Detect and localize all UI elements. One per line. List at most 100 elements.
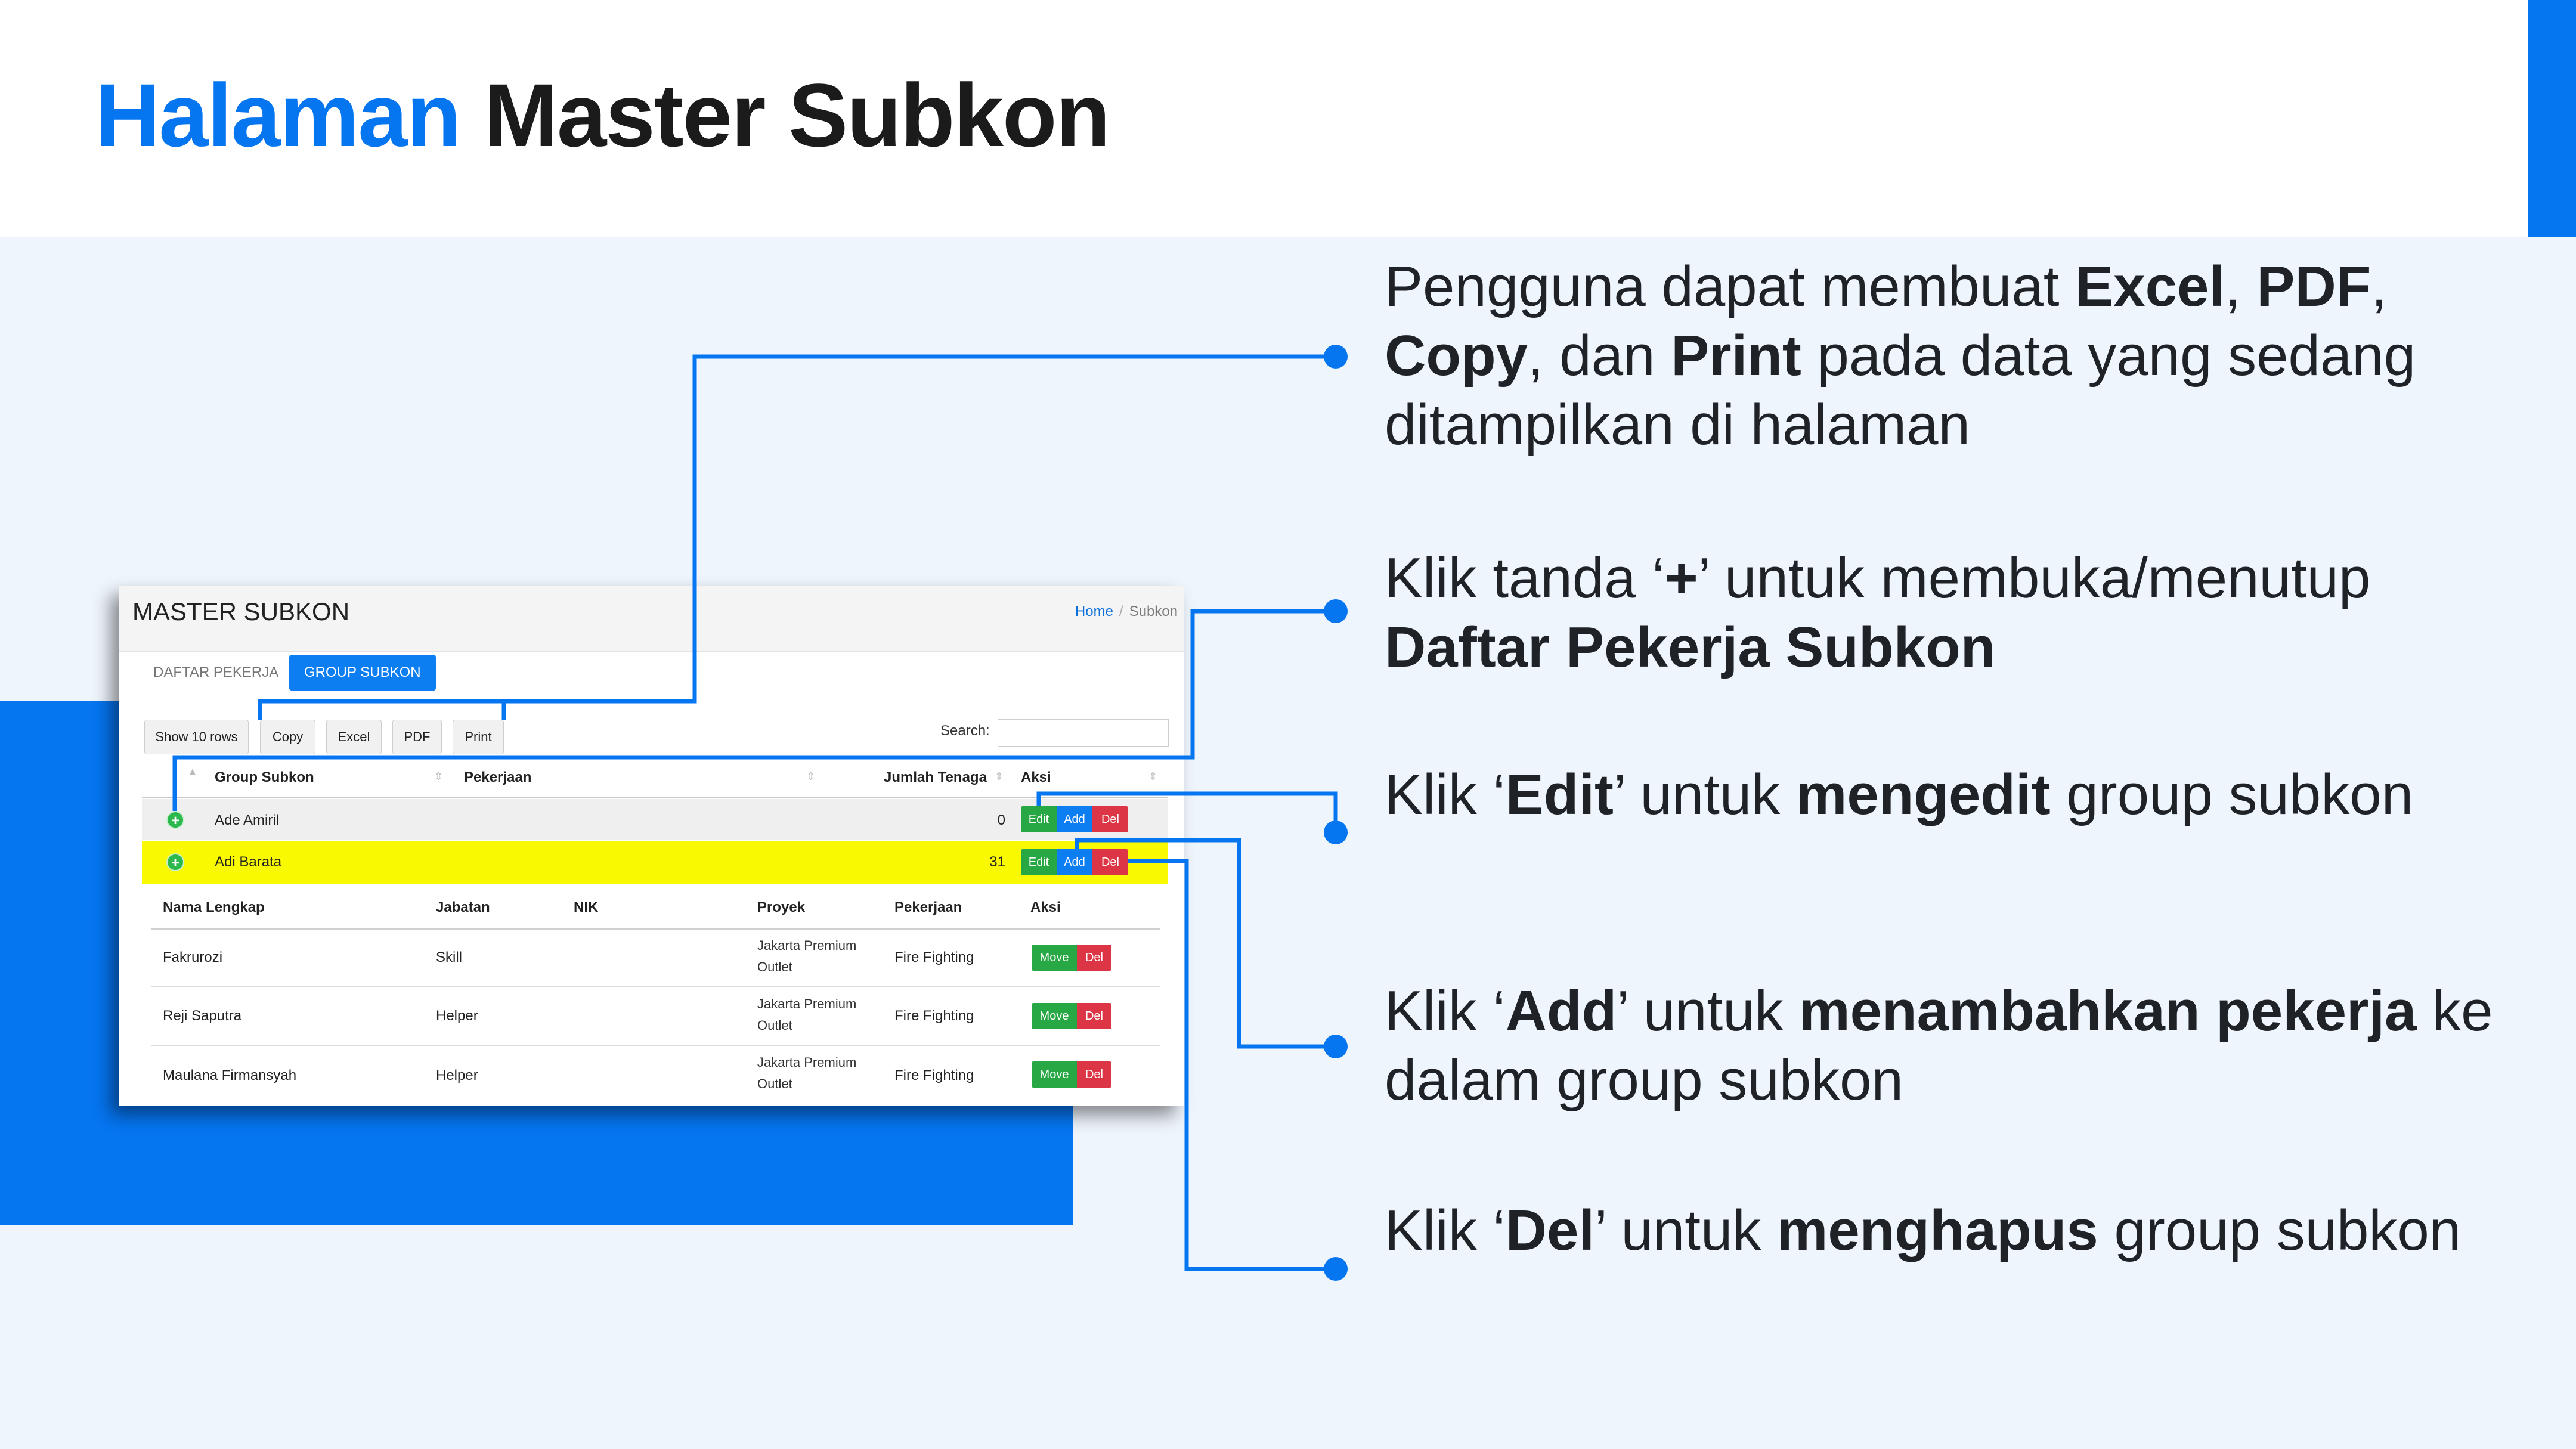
callout-text: ’ untuk membuka/menutup	[1698, 546, 2371, 610]
subtable-cell-jabatan: Skill	[436, 949, 463, 965]
subtable-row-divider	[151, 1045, 1160, 1046]
subtable-cell-nama: Reji Saputra	[163, 1008, 242, 1024]
callout-bold: +	[1664, 546, 1698, 610]
edit-button[interactable]: Edit	[1021, 806, 1057, 832]
callout-bold: Del	[1505, 1199, 1595, 1262]
tab-daftar-pekerja[interactable]: DAFTAR PEKERJA	[153, 664, 279, 680]
callout-text: Klik tanda ‘	[1385, 546, 1665, 610]
callout-bold: PDF	[2256, 255, 2371, 318]
slide-title-rest: Master Subkon	[483, 65, 1110, 165]
slide-title-accent: Halaman	[95, 65, 461, 165]
del-button[interactable]: Del	[1092, 849, 1128, 875]
callout-bold: Copy	[1385, 324, 1528, 388]
subtable-cell-nama: Maulana Firmansyah	[163, 1067, 297, 1083]
proyek-line-1: Jakarta Premium	[757, 1055, 857, 1070]
app-page-title: MASTER SUBKON	[132, 597, 350, 626]
sort-icon[interactable]: ⇕	[1148, 770, 1158, 782]
subtable-cell-nama: Fakrurozi	[163, 949, 223, 965]
breadcrumb-current: Subkon	[1129, 603, 1178, 620]
subtable-cell-jabatan: Helper	[436, 1008, 478, 1024]
edit-button[interactable]: Edit	[1021, 849, 1057, 875]
callout-text: ’ untuk	[1617, 979, 1800, 1043]
breadcrumb-separator: /	[1119, 603, 1123, 620]
callout-del: Klik ‘Del’ untuk menghapus group subkon	[1385, 1196, 2518, 1265]
subtable-row-divider	[151, 986, 1160, 987]
subtable-header-nama-lengkap: Nama Lengkap	[163, 899, 265, 915]
proyek-line-2: Outlet	[757, 1076, 792, 1091]
callout-bold: menambahkan pekerja	[1799, 979, 2417, 1043]
expand-row-icon[interactable]: +	[166, 811, 184, 829]
tab-bar: DAFTAR PEKERJA GROUP SUBKON	[125, 651, 1179, 693]
header-band	[0, 0, 2576, 237]
sort-icon[interactable]: ▲	[187, 766, 198, 778]
callout-text: ,	[2225, 255, 2257, 318]
table-row	[142, 799, 1168, 840]
add-button[interactable]: Add	[1057, 849, 1092, 875]
accent-bar	[2528, 0, 2576, 237]
pdf-button[interactable]: PDF	[392, 720, 442, 754]
proyek-line-2: Outlet	[757, 959, 792, 974]
callout-text: group subkon	[2050, 763, 2414, 826]
add-button[interactable]: Add	[1057, 806, 1092, 832]
proyek-line-2: Outlet	[757, 1018, 792, 1033]
callout-text: Pengguna dapat membuat	[1385, 255, 2076, 318]
callout-text: pada data yang sedang ditampilkan di hal…	[1385, 324, 2416, 457]
callout-bold: mengedit	[1795, 763, 2051, 826]
subtable-header-nik: NIK	[574, 899, 599, 915]
subtable-header-pekerjaan: Pekerjaan	[894, 899, 962, 915]
del-button[interactable]: Del	[1077, 945, 1111, 971]
proyek-line-1: Jakarta Premium	[757, 938, 857, 953]
callout-bold: Print	[1671, 324, 1801, 388]
cell-jumlah-tenaga: 0	[997, 812, 1005, 828]
move-button[interactable]: Move	[1032, 945, 1077, 971]
callout-export: Pengguna dapat membuat Excel, PDF, Copy,…	[1385, 252, 2518, 460]
move-button[interactable]: Move	[1032, 1061, 1077, 1088]
callout-text: ’ untuk	[1594, 1199, 1778, 1262]
sort-icon[interactable]: ⇕	[995, 770, 1004, 782]
cell-group-subkon: Adi Barata	[215, 854, 282, 870]
table-header-rule	[142, 797, 1168, 798]
subtable-header-aksi: Aksi	[1030, 899, 1061, 915]
app-header: MASTER SUBKON Home / Subkon	[119, 586, 1184, 652]
search-input[interactable]	[998, 719, 1169, 747]
breadcrumb-home-link[interactable]: Home	[1075, 603, 1113, 620]
expand-row-icon[interactable]: +	[166, 853, 184, 871]
sort-icon[interactable]: ⇕	[434, 770, 444, 782]
subtable-header-rule	[151, 928, 1160, 930]
callout-text: Klik ‘	[1385, 763, 1506, 826]
del-button[interactable]: Del	[1077, 1061, 1111, 1088]
column-header-aksi[interactable]: Aksi	[1021, 769, 1051, 785]
column-header-group-subkon[interactable]: Group Subkon	[215, 769, 314, 785]
move-button[interactable]: Move	[1032, 1003, 1077, 1029]
del-button[interactable]: Del	[1077, 1003, 1111, 1029]
subtable-header-jabatan: Jabatan	[436, 899, 490, 915]
callout-text: Klik ‘	[1385, 979, 1506, 1043]
callout-text: Klik ‘	[1385, 1199, 1506, 1262]
callout-expand: Klik tanda ‘+’ untuk membuka/menutup Daf…	[1385, 544, 2518, 682]
column-header-pekerjaan[interactable]: Pekerjaan	[464, 769, 532, 785]
copy-button[interactable]: Copy	[260, 720, 315, 754]
sort-icon[interactable]: ⇕	[806, 770, 816, 782]
show-rows-button[interactable]: Show 10 rows	[144, 720, 249, 754]
proyek-line-1: Jakarta Premium	[757, 996, 857, 1011]
column-header-jumlah-tenaga[interactable]: Jumlah Tenaga	[884, 769, 987, 785]
callout-bold: Excel	[2075, 255, 2225, 318]
excel-button[interactable]: Excel	[326, 720, 382, 754]
callout-bold: Daftar Pekerja Subkon	[1385, 615, 1996, 679]
cell-jumlah-tenaga: 31	[989, 854, 1005, 870]
del-button[interactable]: Del	[1092, 806, 1128, 832]
callout-text: ,	[2371, 255, 2388, 318]
tab-group-subkon[interactable]: GROUP SUBKON	[289, 655, 436, 691]
print-button[interactable]: Print	[453, 720, 504, 754]
callout-text: group subkon	[2098, 1199, 2462, 1262]
slide-title: Halaman Master Subkon	[95, 58, 1110, 172]
callout-text: , dan	[1528, 324, 1671, 388]
callout-bold: Add	[1505, 979, 1617, 1043]
subtable-cell-jabatan: Helper	[436, 1067, 478, 1083]
subtable-header-proyek: Proyek	[757, 899, 806, 915]
subtable-cell-pekerjaan: Fire Fighting	[894, 1067, 974, 1083]
callout-bold: menghapus	[1777, 1199, 2098, 1262]
